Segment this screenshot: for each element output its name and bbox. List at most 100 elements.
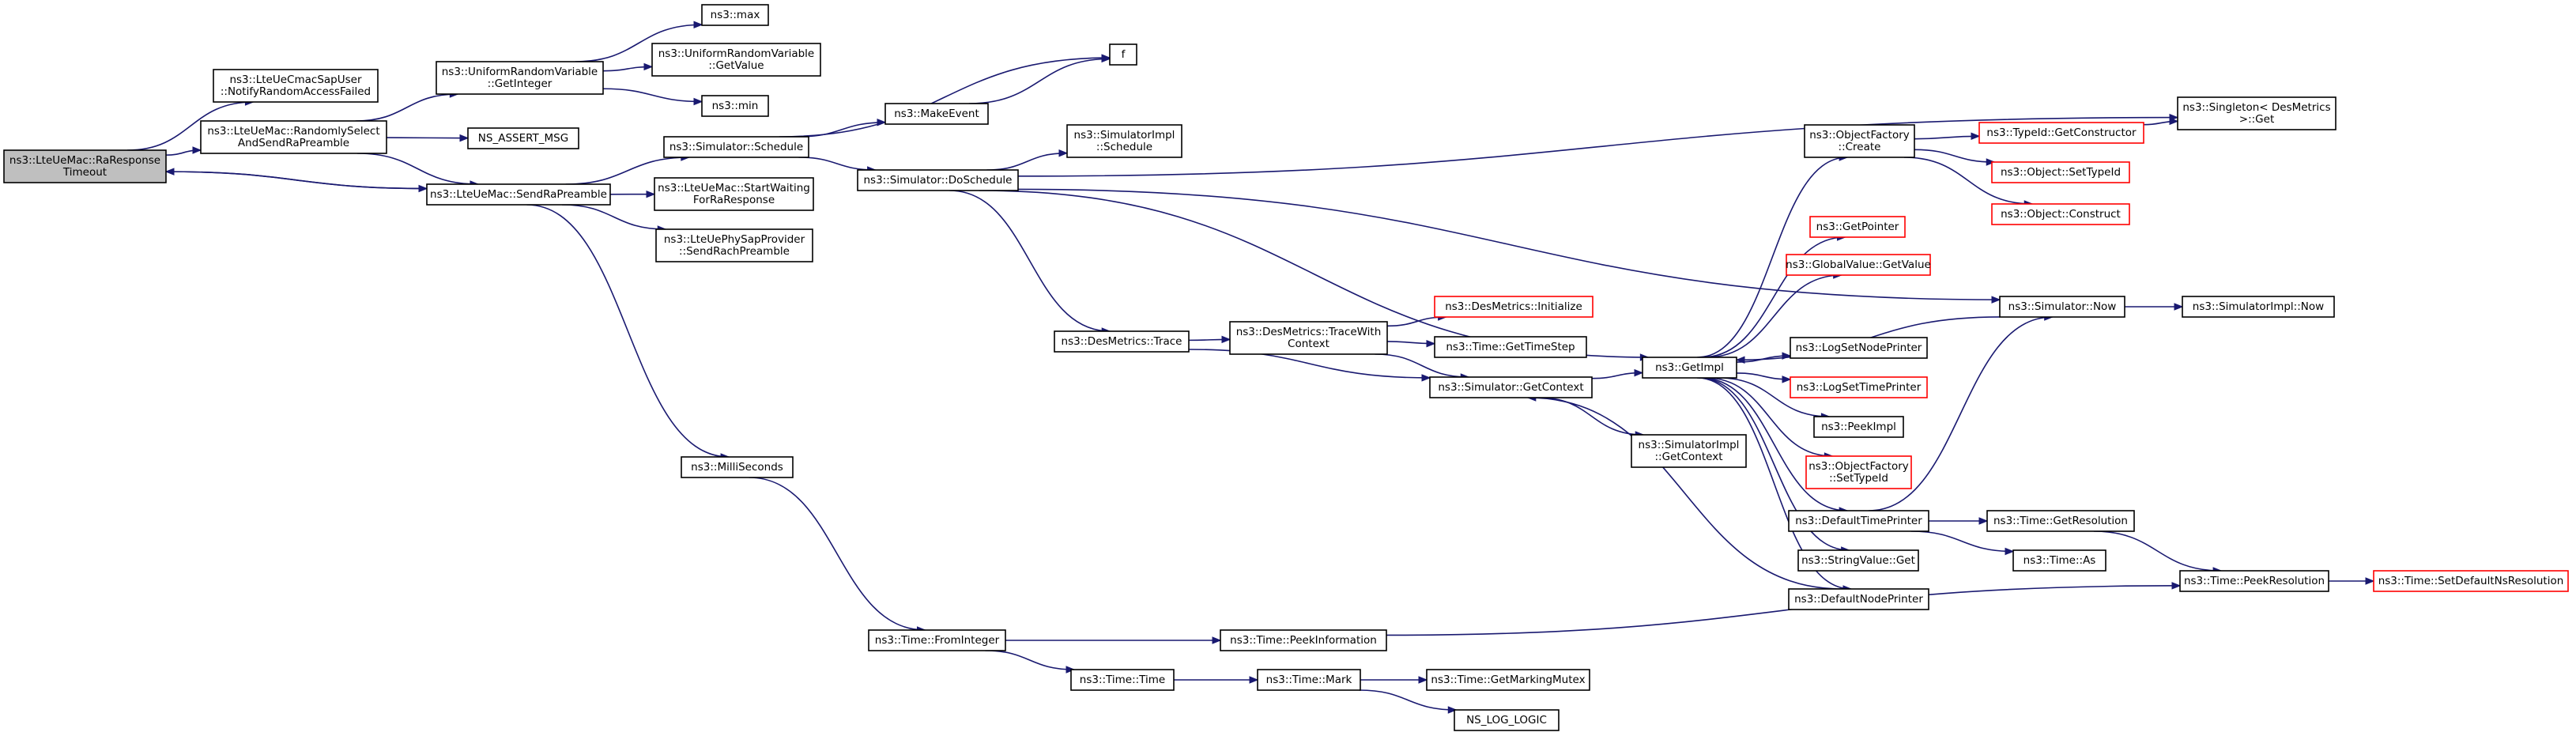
node-object-settypeid[interactable]: ns3::Object::SetTypeId <box>1991 161 2130 183</box>
node-box <box>663 136 809 158</box>
node-label: NS_ASSERT_MSG <box>478 132 568 145</box>
node-time-peekresolution[interactable]: ns3::Time::PeekResolution <box>2179 570 2329 592</box>
node-time-time[interactable]: ns3::Time::Time <box>1070 669 1175 691</box>
node-label: ns3::MilliSeconds <box>691 461 783 474</box>
node-label: ns3::Simulator::Now <box>2008 300 2117 313</box>
edge-n-sendra-to-n-startwait <box>609 190 656 198</box>
node-desmetrics-initialize[interactable]: ns3::DesMetrics::Initialize <box>1434 296 1593 318</box>
node-label: ::Create <box>1839 141 1881 153</box>
node-time-getmarkingmutex[interactable]: ns3::Time::GetMarkingMutex <box>1426 669 1590 691</box>
node-simulator-doschedule[interactable]: ns3::Simulator::DoSchedule <box>857 169 1019 191</box>
node-time-mark[interactable]: ns3::Time::Mark <box>1257 669 1361 691</box>
node-globalvalue-getvalue[interactable]: ns3::GlobalValue::GetValue <box>1786 254 1931 276</box>
node-objectfactory-create[interactable]: ns3::ObjectFactory::Create <box>1804 124 1915 158</box>
node-box <box>681 456 794 478</box>
node-milliseconds[interactable]: ns3::MilliSeconds <box>681 456 794 478</box>
node-label: ::GetContext <box>1654 451 1722 463</box>
edge-n-sendra-to-root <box>164 168 428 190</box>
edge-n-randsel-to-n-assert <box>386 134 470 142</box>
node-ns-assert-msg[interactable]: NS_ASSERT_MSG <box>467 127 579 149</box>
node-singleton-desmetrics-get[interactable]: ns3::Singleton< DesMetrics>::Get <box>2177 96 2337 130</box>
edge-n-typeidctor-to-n-singleton <box>2143 117 2179 126</box>
node-f[interactable]: f <box>1109 43 1137 66</box>
node-max[interactable]: ns3::max <box>701 4 769 26</box>
node-defaulttimeprinter[interactable]: ns3::DefaultTimePrinter <box>1788 510 1929 532</box>
node-box <box>2012 549 2106 572</box>
function-nodes: ns3::LteUeMac::RaResponseTimeoutns3::Lte… <box>3 4 2569 731</box>
node-label: f <box>1122 48 1126 61</box>
node-peekimpl[interactable]: ns3::PeekImpl <box>1813 416 1904 438</box>
node-uniformrandomvariable-getinteger[interactable]: ns3::UniformRandomVariable::GetInteger <box>436 61 604 95</box>
edge-n-urv-to-n-max <box>575 21 703 62</box>
node-box <box>1220 629 1387 651</box>
node-label: ns3::LteUeMac::RandomlySelect <box>207 125 379 138</box>
node-simulator-now[interactable]: ns3::Simulator::Now <box>1999 296 2125 318</box>
node-box <box>1986 510 2135 532</box>
edge-n-timemark-to-n-markmutex <box>1360 676 1428 684</box>
node-desmetrics-trace[interactable]: ns3::DesMetrics::Trace <box>1054 330 1190 353</box>
node-simulator-schedule[interactable]: ns3::Simulator::Schedule <box>663 136 809 158</box>
node-box <box>655 228 813 262</box>
node-simulatorimpl-schedule[interactable]: ns3::SimulatorImpl::Schedule <box>1066 124 1182 158</box>
node-box <box>1454 709 1560 731</box>
node-label: ns3::Simulator::GetContext <box>1438 381 1583 394</box>
edge-root-to-n-randsel <box>165 146 202 156</box>
node-ns-log-logic[interactable]: NS_LOG_LOGIC <box>1454 709 1560 731</box>
node-label: ::SendRachPreamble <box>679 245 790 258</box>
node-label: ForRaResponse <box>693 194 775 206</box>
node-getpointer[interactable]: ns3::GetPointer <box>1809 216 1906 238</box>
node-lteuephysapprovider-sendrachpreamble[interactable]: ns3::LteUePhySapProvider::SendRachPreamb… <box>655 228 813 262</box>
node-time-getresolution[interactable]: ns3::Time::GetResolution <box>1986 510 2135 532</box>
node-lteuemac-sendrapreamble[interactable]: ns3::LteUeMac::SendRaPreamble <box>426 183 611 206</box>
node-lteuecmacsapuser-notifyrandomaccessfailed[interactable]: ns3::LteUeCmacSapUser::NotifyRandomAcces… <box>213 69 379 103</box>
edge-n-dosched-to-n-desmtrace <box>949 190 1111 335</box>
node-label: ns3::max <box>711 9 760 21</box>
node-simulatorimpl-getcontext[interactable]: ns3::SimulatorImpl::GetContext <box>1631 434 1747 468</box>
node-typeid-getconstructor[interactable]: ns3::TypeId::GetConstructor <box>1978 122 2144 144</box>
node-simulatorimpl-now[interactable]: ns3::SimulatorImpl::Now <box>2182 296 2335 318</box>
node-logsettimeprinter[interactable]: ns3::LogSetTimePrinter <box>1790 376 1928 398</box>
node-time-frominteger[interactable]: ns3::Time::FromInteger <box>868 629 1006 651</box>
node-min[interactable]: ns3::min <box>701 95 769 117</box>
node-label: ns3::UniformRandomVariable <box>442 66 598 78</box>
node-box <box>1434 296 1593 318</box>
node-label: Context <box>1288 338 1329 350</box>
node-box <box>1642 357 1737 379</box>
node-label: ns3::Singleton< DesMetrics <box>2182 101 2330 114</box>
node-box <box>1790 376 1928 398</box>
node-box <box>1991 203 2130 225</box>
node-label: ns3::LteUeCmacSapUser <box>229 74 361 86</box>
node-time-peekinformation[interactable]: ns3::Time::PeekInformation <box>1220 629 1387 651</box>
node-uniformrandomvariable-getvalue[interactable]: ns3::UniformRandomVariable::GetValue <box>651 43 821 77</box>
edge-n-randsel-to-n-sendra <box>356 153 480 188</box>
node-box <box>1813 416 1904 438</box>
node-defaultnodeprinter[interactable]: ns3::DefaultNodePrinter <box>1788 588 1929 610</box>
edge-n-timemark-to-n-loglogic <box>1359 689 1458 714</box>
node-label: AndSendRaPreamble <box>238 137 349 149</box>
node-simulator-getcontext[interactable]: ns3::Simulator::GetContext <box>1429 376 1593 398</box>
node-label: ::Schedule <box>1096 141 1152 153</box>
node-getimpl[interactable]: ns3::GetImpl <box>1642 357 1737 379</box>
node-objectfactory-settypeid[interactable]: ns3::ObjectFactory::SetTypeId <box>1805 455 1912 489</box>
node-lteuemac-randomlyselect-andsendrapreamble[interactable]: ns3::LteUeMac::RandomlySelectAndSendRaPr… <box>200 120 387 154</box>
node-label: ns3::LteUeMac::RaResponse <box>9 154 160 167</box>
edge-n-desmtrace-to-n-tracewith <box>1188 335 1231 344</box>
node-object-construct[interactable]: ns3::Object::Construct <box>1991 203 2130 225</box>
node-label: ns3::GlobalValue::GetValue <box>1786 259 1931 271</box>
node-time-setdefaultnsresolution[interactable]: ns3::Time::SetDefaultNsResolution <box>2373 570 2569 592</box>
node-logsetnodeprinter[interactable]: ns3::LogSetNodePrinter <box>1790 337 1928 359</box>
node-time-gettimestep[interactable]: ns3::Time::GetTimeStep <box>1434 336 1587 358</box>
node-label: ns3::StringValue::Get <box>1801 554 1915 567</box>
node-stringvalue-get[interactable]: ns3::StringValue::Get <box>1797 549 1919 572</box>
node-time-as[interactable]: ns3::Time::As <box>2012 549 2106 572</box>
node-label: ns3::Object::SetTypeId <box>2001 166 2121 179</box>
node-box <box>3 149 167 183</box>
node-label: ns3::Time::GetTimeStep <box>1446 341 1575 353</box>
node-box <box>467 127 579 149</box>
node-makeevent[interactable]: ns3::MakeEvent <box>884 103 989 125</box>
edge-n-fromint-to-n-timetime <box>985 650 1076 674</box>
edge-n-objcreate-to-n-settypeid <box>1914 149 1996 166</box>
